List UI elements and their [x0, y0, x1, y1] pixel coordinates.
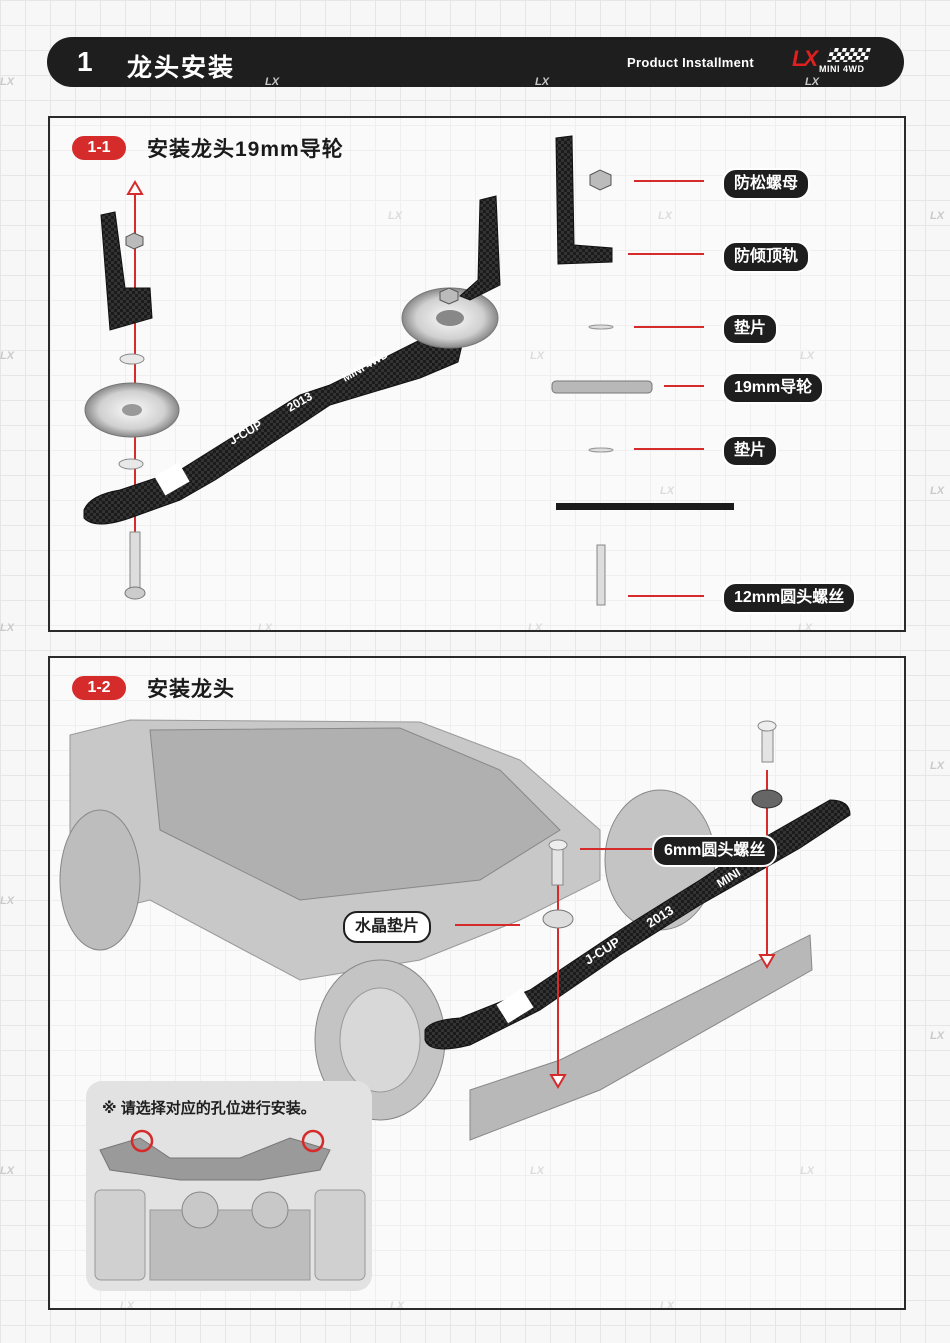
watermark-logo: LX — [0, 622, 15, 634]
lock-nut — [125, 232, 144, 250]
crystal-spacer — [751, 789, 783, 809]
anti-roll-bracket-part — [555, 135, 613, 265]
watermark-logo: LX — [805, 76, 820, 88]
arrow-down-icon — [758, 954, 776, 969]
washer-part — [588, 324, 614, 330]
screw-part — [596, 544, 606, 606]
page-title: 龙头安装 — [127, 54, 236, 82]
exploded-view-1-1: J-CUP 2013 MINI 4WD — [83, 180, 501, 600]
arrow-up-icon — [126, 180, 144, 195]
watermark-logo: LX — [0, 895, 15, 907]
watermark-logo: LX — [530, 350, 545, 362]
step-title: 安装龙头 — [147, 678, 235, 701]
callout-spacer: 水晶垫片 — [343, 911, 432, 943]
mounting-note-box: ※ 请选择对应的孔位进行安装。 — [86, 1081, 372, 1291]
part-label-roller: 19mm导轮 — [722, 372, 825, 404]
watermark-logo: LX — [660, 485, 675, 497]
carbon-plate-part — [556, 503, 734, 510]
watermark-logo: LX — [930, 210, 945, 222]
watermark-logo: LX — [0, 350, 15, 362]
chassis-view-1-2: J-CUP 2013 MINI — [59, 719, 851, 1141]
watermark-logo: LX — [930, 485, 945, 497]
watermark-logo: LX — [388, 210, 403, 222]
screw-6mm — [551, 844, 564, 886]
step-badge: 1-1 — [72, 136, 126, 160]
part-label-anti-roll-rail: 防倾顶轨 — [722, 241, 811, 273]
watermark-logo: LX — [800, 1165, 815, 1177]
mounting-note: ※ 请选择对应的孔位进行安装。 — [102, 1100, 316, 1117]
rear-wheel — [59, 809, 141, 951]
washer — [119, 353, 145, 365]
arrow-down-icon — [549, 1074, 567, 1089]
anti-roll-bracket — [100, 211, 153, 331]
tamiya-logo-icon — [496, 988, 534, 1024]
lock-nut-part — [589, 169, 612, 191]
washer-part — [588, 447, 614, 453]
watermark-logo: LX — [265, 76, 280, 88]
part-label-washer: 垫片 — [722, 313, 779, 345]
step-number: 1 — [77, 46, 93, 77]
part-label-lock-nut: 防松螺母 — [722, 168, 811, 200]
roller-part — [551, 380, 653, 394]
crystal-spacer — [542, 909, 574, 929]
tamiya-logo-icon — [154, 462, 190, 496]
watermark-logo: LX — [530, 1165, 545, 1177]
watermark-logo: LX — [535, 76, 550, 88]
watermark-logo: LX — [658, 210, 673, 222]
brand-logo: LX MINI 4WD — [789, 46, 887, 78]
page-subtitle: Product Installment — [627, 55, 755, 70]
watermark-logo: LX — [930, 760, 945, 772]
part-label-screw: 12mm圆头螺丝 — [722, 582, 857, 614]
step-title: 安装龙头19mm导轮 — [147, 138, 344, 161]
anti-roll-bracket-assembled — [459, 195, 501, 301]
callout-screw: 6mm圆头螺丝 — [652, 835, 778, 867]
section-header: 1 龙头安装 Product Installment LX MINI 4WD — [47, 37, 904, 87]
watermark-logo: LX — [0, 1165, 15, 1177]
washer — [118, 458, 144, 470]
part-label-washer: 垫片 — [722, 435, 779, 467]
watermark-logo: LX — [0, 76, 15, 88]
screw-12mm — [129, 531, 141, 591]
step-badge: 1-2 — [72, 676, 126, 700]
front-bumper — [469, 934, 813, 1141]
watermark-logo: LX — [930, 1030, 945, 1042]
parts-list — [551, 135, 734, 606]
watermark-logo: LX — [800, 350, 815, 362]
